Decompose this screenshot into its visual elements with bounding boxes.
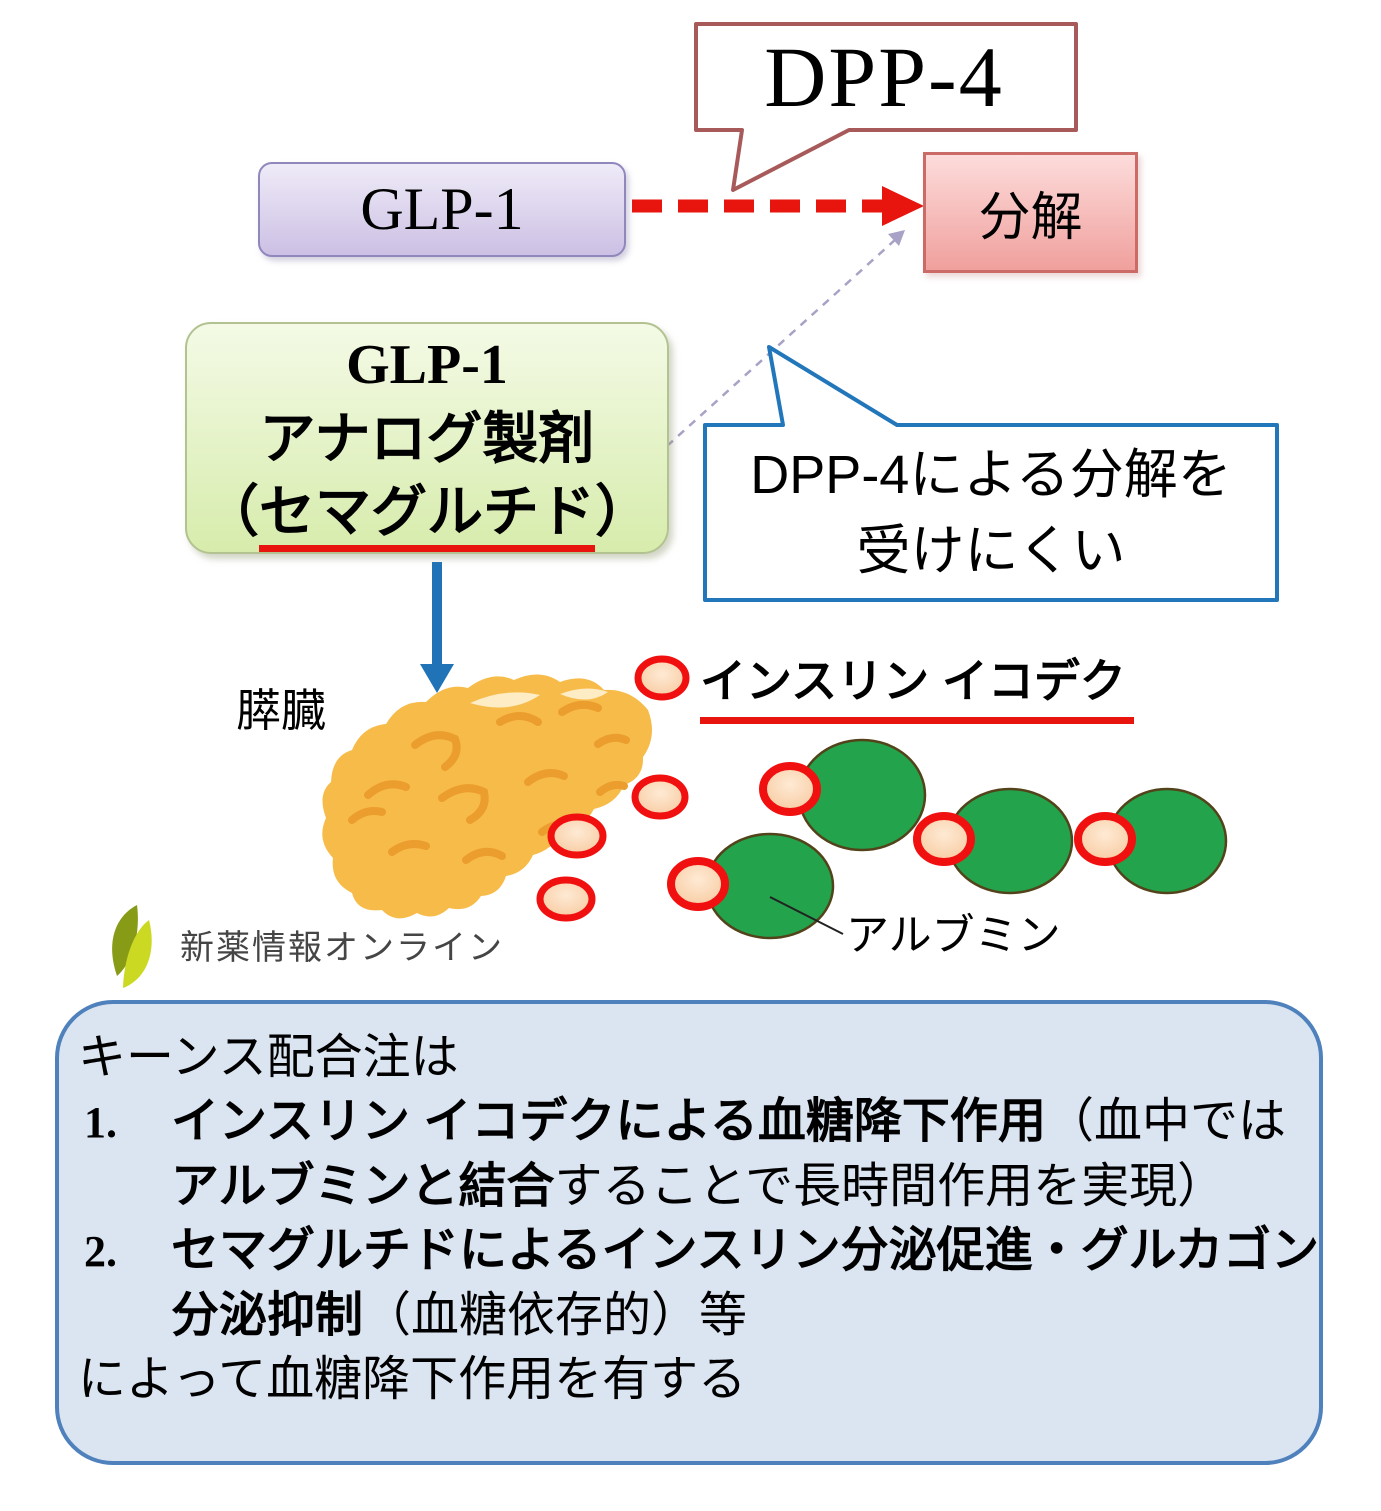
- pancreas-illustration: [322, 674, 652, 919]
- logo-leaf-icon: [112, 905, 152, 988]
- summary-item1-number: 1.: [84, 1098, 117, 1147]
- insulin-icodec-label: インスリン イコデク: [700, 645, 1134, 724]
- resist-callout-text: DPP-4による分解を 受けにくい: [705, 425, 1277, 600]
- insulin-icodec-bound-1: [759, 762, 821, 816]
- summary-item2-number: 2.: [84, 1227, 117, 1276]
- degradation-box: 分解: [923, 152, 1138, 273]
- insulin-icodec-bound-3: [913, 812, 975, 866]
- glp1-box-label: GLP-1: [360, 176, 524, 242]
- summary-item2-line2: 分泌抑制（血糖依存的）等: [78, 1284, 1330, 1348]
- insulin-icodec-dot-1: [631, 774, 689, 820]
- summary-item1-bold: インスリン イコデクによる血糖降下作用: [171, 1095, 1046, 1148]
- semaglutide-underlined: セマグルチド: [259, 479, 595, 552]
- resist-callout-line1: DPP-4による分解を: [750, 444, 1232, 505]
- glp1-analog-box: GLP-1 アナログ製剤 （セマグルチド）: [185, 322, 669, 554]
- analog-degradation-dotted-arrow: [666, 230, 905, 447]
- summary-item2-cont-rest: （血糖依存的）等: [363, 1289, 748, 1342]
- analog-box-line3: （セマグルチド）: [203, 475, 651, 552]
- summary-item1-cont-bold: アルブミンと結合: [171, 1160, 555, 1213]
- pancreas-label: 膵臓: [236, 685, 327, 736]
- resist-callout-shape: [703, 345, 1279, 602]
- degradation-box-label: 分解: [978, 189, 1083, 247]
- summary-box: [55, 1000, 1323, 1465]
- summary-item2-line1: 2. セマグルチドによるインスリン分泌促進・グルカゴン: [78, 1219, 1330, 1284]
- albumin-label: アルブミン: [846, 912, 1061, 960]
- insulin-icodec-dots: [536, 655, 1136, 922]
- insulin-icodec-dot-2: [547, 813, 607, 859]
- insulin-icodec-bullet: [634, 655, 690, 701]
- dpp4-callout-label: DPP-4: [764, 29, 1004, 125]
- analog-to-pancreas-arrow: [420, 562, 454, 693]
- resist-callout-line2: 受けにくい: [856, 520, 1126, 581]
- summary-outro: によって血糖降下作用を有する: [78, 1353, 747, 1406]
- summary-item1-cont-rest: することで長時間作用を実現）: [554, 1160, 1226, 1213]
- albumin-pointer-line: [769, 896, 844, 935]
- summary-text: キーンス配合注は 1. インスリン イコデクによる血糖降下作用（血中では アルブミ…: [78, 1026, 1330, 1412]
- glp1-degradation-arrow: [632, 186, 924, 226]
- summary-intro: キーンス配合注は: [78, 1031, 459, 1084]
- summary-item1-line2: アルブミンと結合することで長時間作用を実現）: [78, 1155, 1330, 1219]
- summary-item2-bold: セマグルチドによるインスリン分泌促進・グルカゴン: [171, 1224, 1320, 1277]
- insulin-icodec-dot-3: [536, 876, 596, 922]
- glp1-box: GLP-1: [258, 162, 626, 257]
- summary-item2-cont-bold: 分泌抑制: [171, 1289, 364, 1342]
- insulin-icodec-bound-2: [667, 857, 729, 911]
- summary-item1-rest: （血中では: [1045, 1095, 1286, 1148]
- insulin-icodec-bound-4: [1074, 812, 1136, 866]
- analog-box-paren-close: ）: [595, 479, 651, 543]
- analog-box-line2: アナログ製剤: [259, 406, 595, 470]
- analog-box-line1: GLP-1: [346, 333, 508, 396]
- summary-item1-line1: 1. インスリン イコデクによる血糖降下作用（血中では: [78, 1090, 1330, 1155]
- logo-text: 新薬情報オンライン: [180, 929, 504, 967]
- dpp4-callout-shape: [694, 22, 1078, 192]
- analog-box-paren-open: （: [203, 479, 259, 543]
